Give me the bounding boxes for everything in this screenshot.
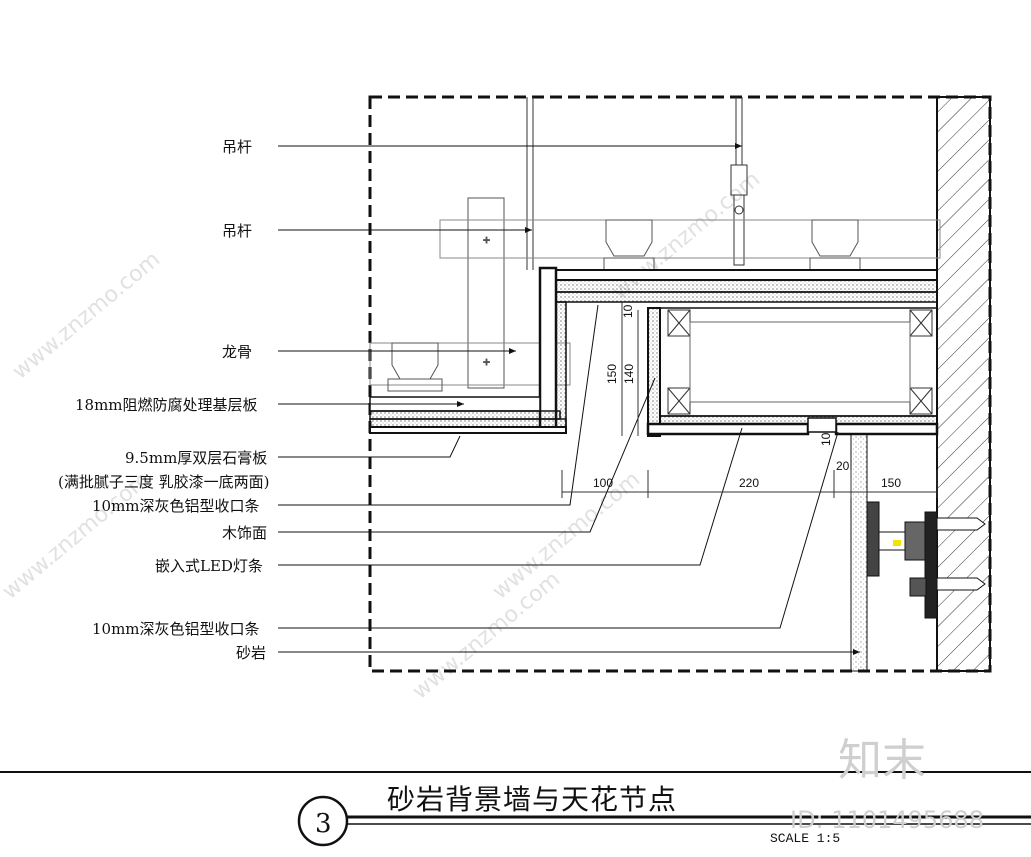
watermark-text: www.znzmo.com <box>8 247 165 385</box>
dimension-220: 220 <box>739 476 759 490</box>
title-block: 3 砂岩背景墙与天花节点 SCALE 1:5 <box>0 771 1031 847</box>
label-sandstone: 砂岩 <box>236 644 266 662</box>
dimension-140-vertical: 140 <box>622 364 636 384</box>
detail-number: 3 <box>315 809 333 839</box>
dimension-10-b: 10 <box>819 432 833 446</box>
watermark-brand: 知末 <box>838 735 926 786</box>
recessed-wood-box <box>646 307 939 437</box>
label-keel: 龙骨 <box>222 343 252 361</box>
drawing-scale: SCALE 1:5 <box>770 831 840 846</box>
dimension-150: 150 <box>881 476 901 490</box>
svg-text:+: + <box>483 233 490 247</box>
label-trim-strip-1: 10mm深灰色铝型收口条 <box>92 497 260 515</box>
drawing-title: 砂岩背景墙与天花节点 <box>387 783 677 816</box>
watermark-text: www.znzmo.com <box>408 567 565 705</box>
upper-keels: + + <box>369 197 941 392</box>
lower-ceiling-layers <box>369 396 567 434</box>
dimension-10-a: 10 <box>621 304 635 318</box>
dimension-150-vertical: 150 <box>605 364 619 384</box>
hanger-rods <box>526 97 748 270</box>
label-base-board: 18mm阻燃防腐处理基层板 <box>75 396 258 414</box>
label-hanger-rod-1: 吊杆 <box>222 138 252 156</box>
dimension-20: 20 <box>836 459 850 473</box>
upper-ceiling-layers <box>538 266 938 432</box>
label-gypsum: 9.5mm厚双层石膏板 <box>125 449 267 467</box>
detail-number-circle <box>297 795 349 847</box>
leader-lines <box>278 143 860 655</box>
watermark-text: www.znzmo.com <box>488 467 645 605</box>
watermark-id: ID: 1101495688 <box>790 806 984 834</box>
dimension-lines <box>561 302 938 498</box>
label-hanger-rod-2: 吊杆 <box>222 222 252 240</box>
sandstone-cladding <box>850 433 986 672</box>
detail-boundary <box>368 95 992 673</box>
svg-text:+: + <box>483 355 490 369</box>
label-gypsum-note: (满批腻子三度 乳胶漆一底两面) <box>58 473 269 491</box>
label-led-strip: 嵌入式LED灯条 <box>155 557 263 575</box>
label-trim-strip-2: 10mm深灰色铝型收口条 <box>92 620 260 638</box>
dimension-100: 100 <box>593 476 613 490</box>
label-wood-veneer: 木饰面 <box>222 524 267 542</box>
